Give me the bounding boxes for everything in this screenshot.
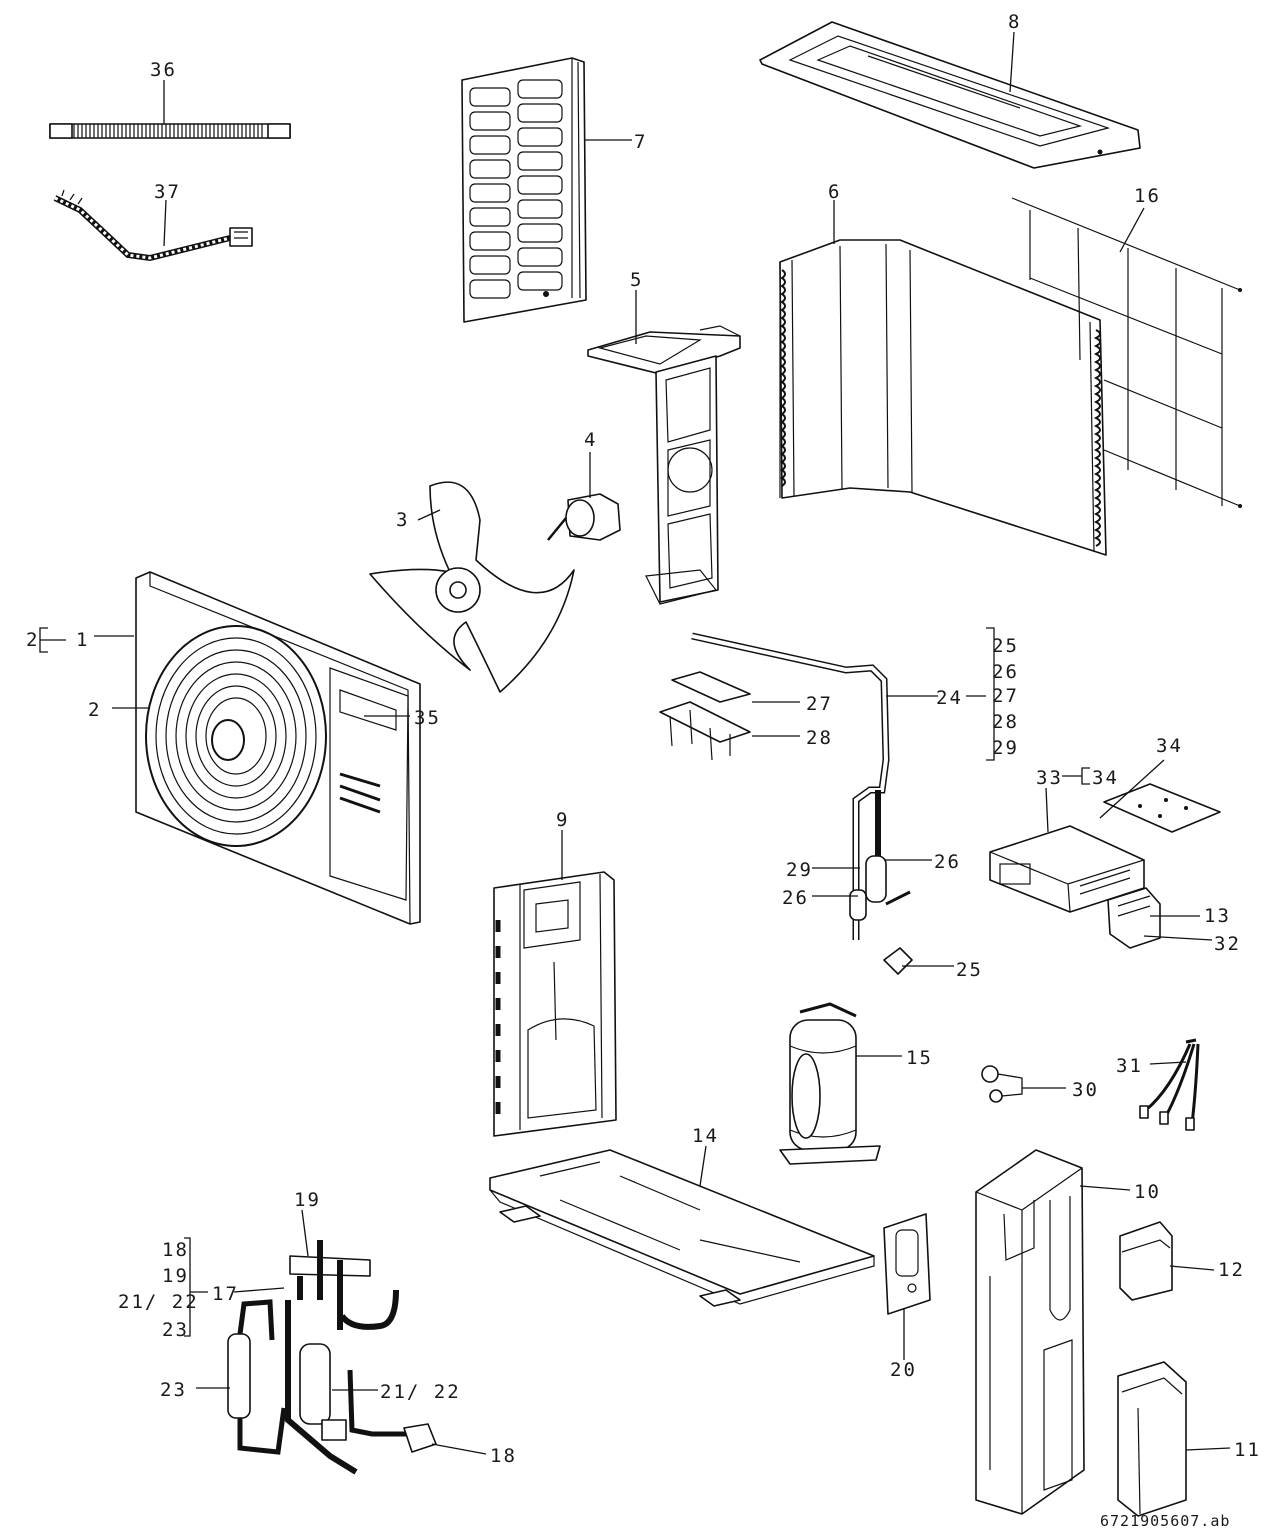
label-11: 11 — [1234, 1439, 1261, 1461]
label-15: 15 — [906, 1047, 933, 1069]
label-6: 6 — [828, 181, 841, 203]
label-26-left: 26 — [782, 887, 809, 909]
part-20-terminal-bracket — [883, 1213, 931, 1315]
label-30: 30 — [1072, 1079, 1099, 1101]
part-5-motor-bracket — [587, 325, 741, 605]
part-31-sensor-set — [1139, 1038, 1200, 1131]
label-8: 8 — [1008, 11, 1021, 33]
part-4-fan-motor — [547, 493, 621, 541]
document-reference: 6721905607.ab — [1100, 1512, 1230, 1530]
label-19: 19 — [294, 1189, 321, 1211]
part-13-pcb — [1107, 887, 1161, 949]
label-5: 5 — [630, 269, 643, 291]
label-36: 36 — [150, 59, 177, 81]
part-34-insulation-sheet — [1103, 783, 1221, 833]
label-9: 9 — [556, 809, 569, 831]
part-37-cable-harness — [53, 189, 253, 262]
label-35: 35 — [414, 707, 441, 729]
label-2: 2 — [88, 699, 101, 721]
part-27-cover-plate — [671, 671, 751, 703]
label-34-bracket: 34 — [1092, 767, 1119, 789]
part-9-side-panel — [493, 871, 617, 1137]
group-17-item-18: 18 — [162, 1239, 189, 1261]
label-4: 4 — [584, 429, 597, 451]
label-7: 7 — [634, 131, 647, 153]
part-14-base-pan — [489, 1149, 875, 1307]
part-24-piping-assembly — [691, 632, 913, 975]
label-13: 13 — [1204, 905, 1231, 927]
label-10: 10 — [1134, 1181, 1161, 1203]
part-11-cover — [1117, 1361, 1187, 1517]
group-17-item-21-22: 21/ 22 — [118, 1291, 199, 1313]
group-17-item-23: 23 — [162, 1319, 189, 1341]
part-16-protective-grid — [1011, 197, 1242, 508]
label-29: 29 — [786, 859, 813, 881]
group-24-item-26: 26 — [992, 661, 1019, 683]
label-16: 16 — [1134, 185, 1161, 207]
label-18: 18 — [490, 1445, 517, 1467]
callout-labels: 36 37 7 8 6 16 5 4 3 2 1 2 35 27 28 24 2… — [26, 11, 1261, 1530]
label-31: 31 — [1116, 1055, 1143, 1077]
group-17-item-19: 19 — [162, 1265, 189, 1287]
label-37: 37 — [154, 181, 181, 203]
label-17: 17 — [212, 1283, 239, 1305]
part-8-top-cover — [759, 21, 1141, 169]
label-32: 32 — [1214, 933, 1241, 955]
group-24-item-27: 27 — [992, 685, 1019, 707]
part-17-refrigerant-circuit — [227, 1240, 437, 1475]
part-30-valve-caps — [981, 1065, 1003, 1103]
label-27: 27 — [806, 693, 833, 715]
label-28: 28 — [806, 727, 833, 749]
group-24-item-25: 25 — [992, 635, 1019, 657]
part-10-partition-plate — [975, 1149, 1085, 1515]
label-24: 24 — [936, 687, 963, 709]
part-3-fan-blade — [369, 481, 575, 693]
label-2-bracket: 2 — [26, 629, 39, 651]
label-3: 3 — [396, 509, 409, 531]
label-33: 33 — [1036, 767, 1063, 789]
part-2-fan-grille — [145, 625, 327, 847]
part-7-side-grille — [461, 57, 587, 323]
label-14: 14 — [692, 1125, 719, 1147]
leader-lines — [39, 31, 1231, 1455]
label-23: 23 — [160, 1379, 187, 1401]
label-20: 20 — [890, 1359, 917, 1381]
group-24-item-28: 28 — [992, 711, 1019, 733]
part-36-drain-hose — [49, 123, 291, 139]
label-1: 1 — [76, 629, 89, 651]
label-34: 34 — [1156, 735, 1183, 757]
part-15-compressor — [779, 1002, 881, 1165]
label-25: 25 — [956, 959, 983, 981]
group-24-item-29: 29 — [992, 737, 1019, 759]
part-12-cover — [1119, 1221, 1173, 1301]
part-28-valve-bracket — [659, 701, 751, 761]
label-21-22: 21/ 22 — [380, 1381, 461, 1403]
part-6-condenser-coil — [779, 239, 1107, 556]
label-12: 12 — [1218, 1259, 1245, 1281]
label-26-right: 26 — [934, 851, 961, 873]
